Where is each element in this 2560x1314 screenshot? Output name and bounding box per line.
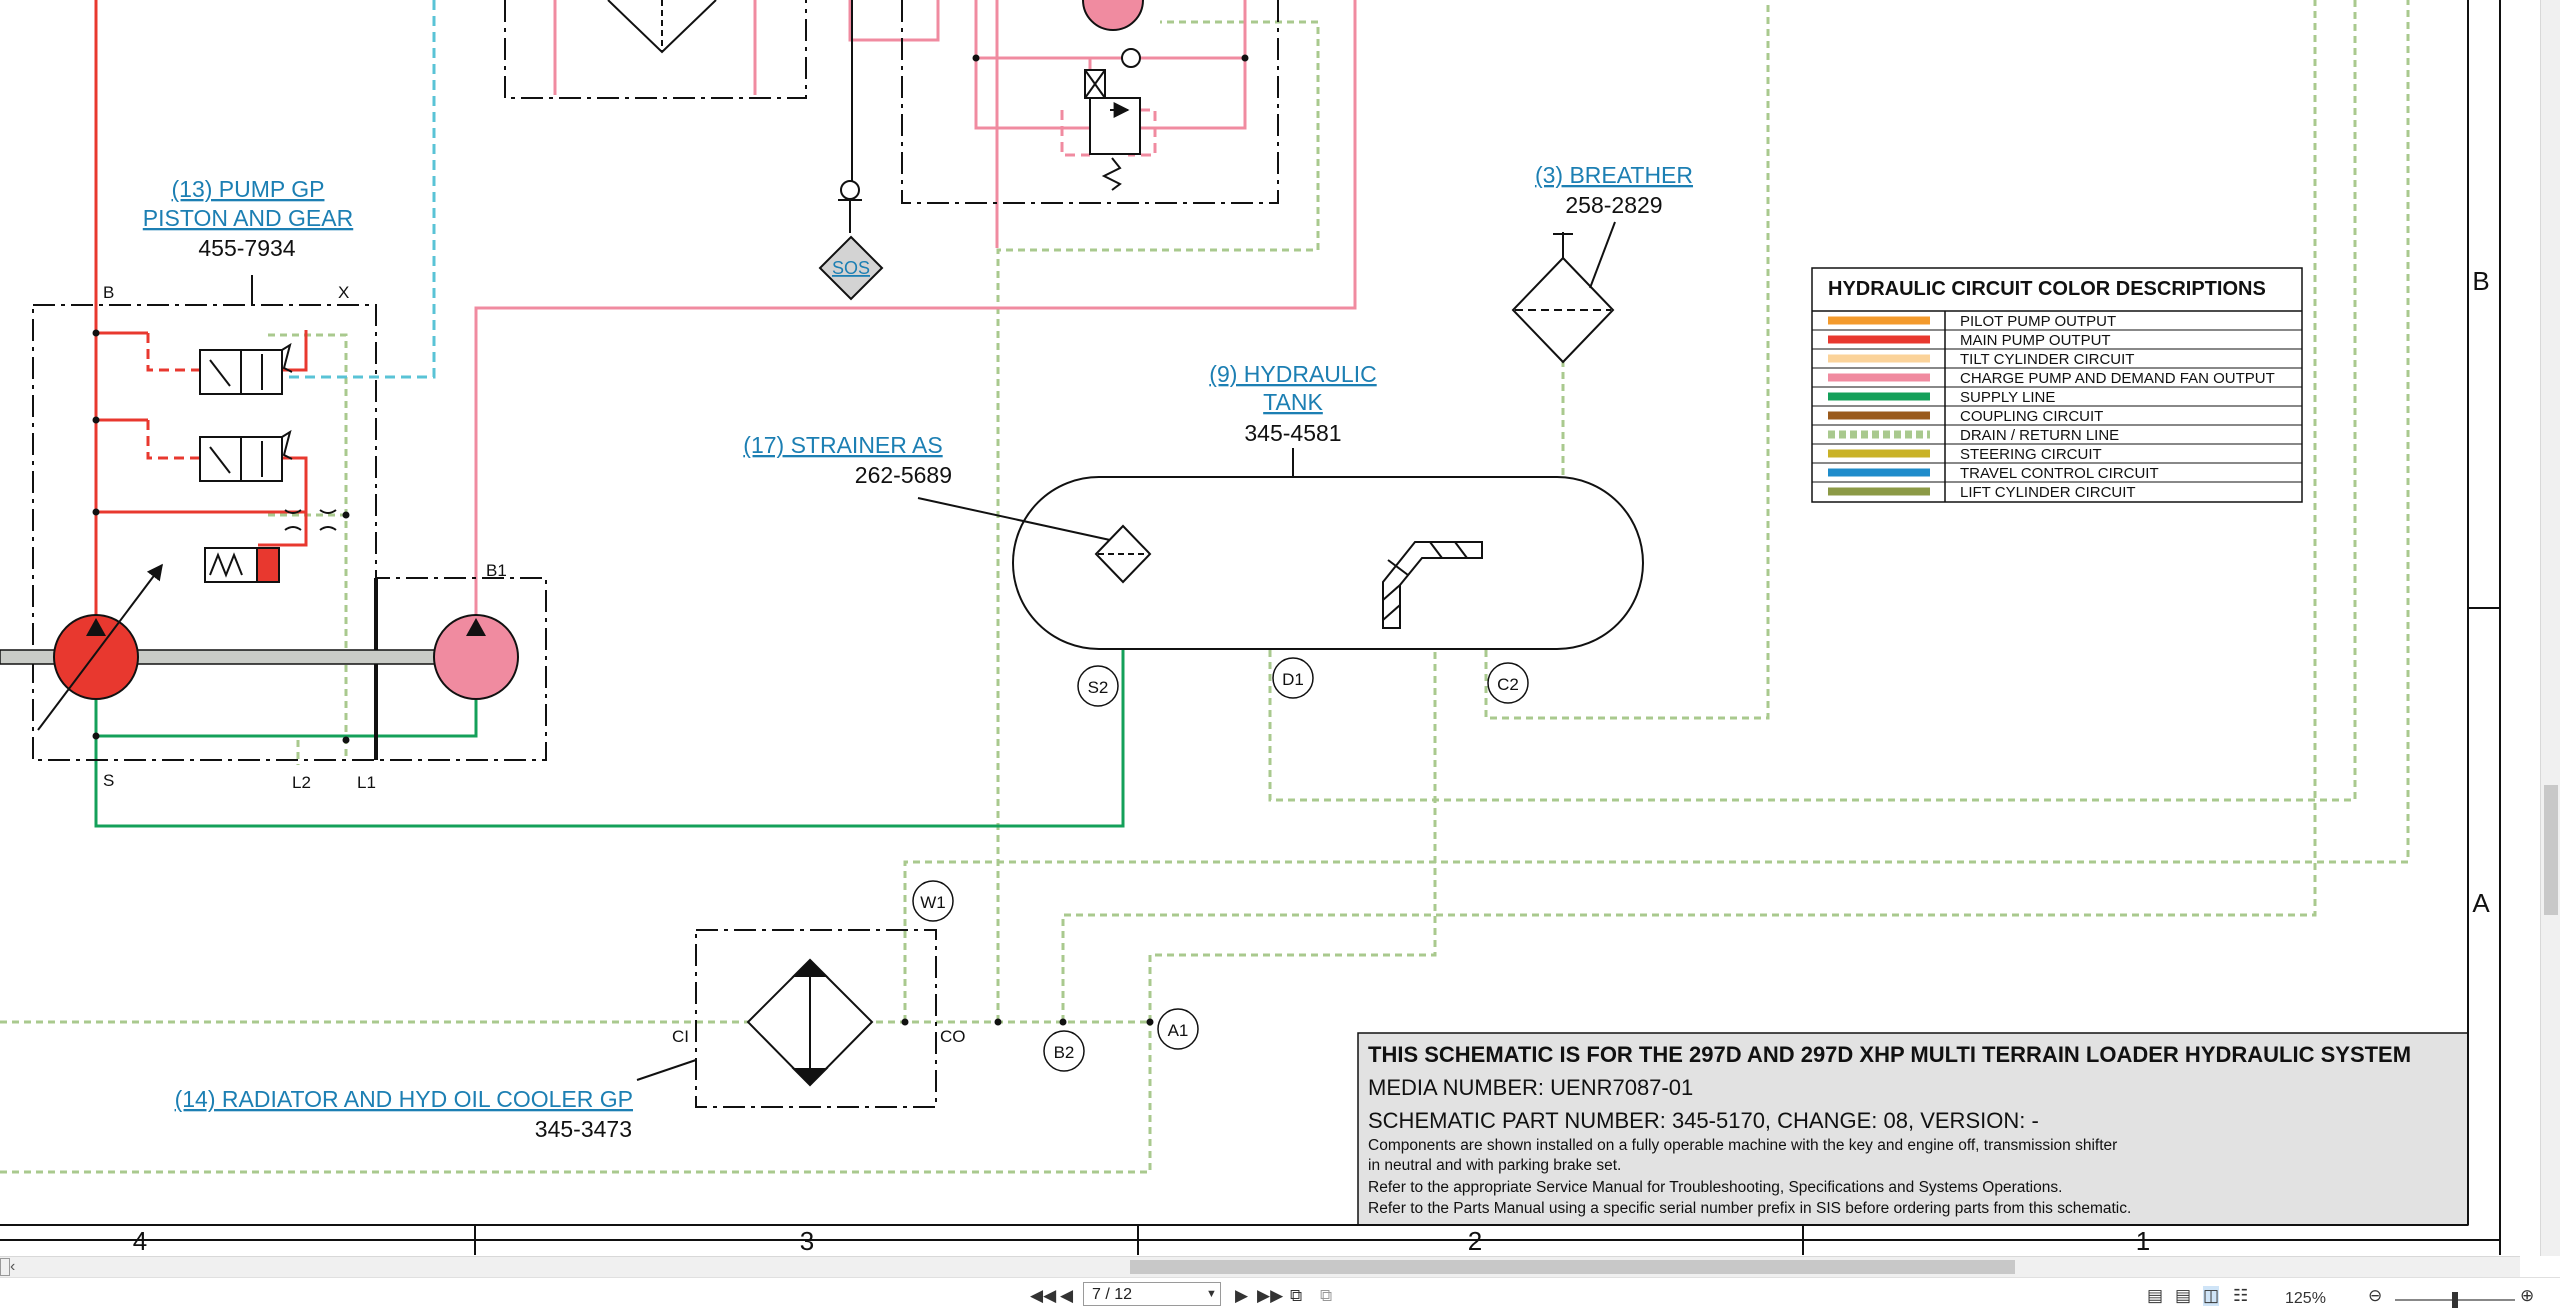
port-l2: L2 xyxy=(292,773,311,792)
breather-part: 258-2829 xyxy=(1565,192,1662,218)
sos-sampling-port: SOS xyxy=(818,0,884,301)
continuous-view-icon[interactable]: ▤ xyxy=(2175,1286,2192,1305)
legend-label: LIFT CYLINDER CIRCUIT xyxy=(1960,484,2136,501)
tank-link-line1[interactable]: (9) HYDRAULIC xyxy=(1209,361,1376,387)
port-d1: D1 xyxy=(1282,670,1304,689)
horizontal-scrollbar[interactable] xyxy=(0,1256,2520,1277)
upper-component xyxy=(504,0,807,99)
radiator-part: 345-3473 xyxy=(535,1116,632,1142)
single-page-view-icon[interactable]: ▤ xyxy=(2147,1286,2164,1305)
first-page-icon[interactable]: ◀◀ xyxy=(1030,1286,1057,1305)
media-number: MEDIA NUMBER: UENR7087-01 xyxy=(1368,1075,1693,1100)
legend-label: MAIN PUMP OUTPUT xyxy=(1960,332,2111,349)
strainer-symbol xyxy=(917,497,1152,584)
zoom-slider-handle[interactable] xyxy=(2452,1292,2458,1308)
zone-col-3: 3 xyxy=(800,1226,814,1255)
strainer-part: 262-5689 xyxy=(855,462,952,488)
legend-label: CHARGE PUMP AND DEMAND FAN OUTPUT xyxy=(1960,370,2275,387)
strainer-link[interactable]: (17) STRAINER AS xyxy=(743,432,942,458)
tank-link-line2[interactable]: TANK xyxy=(1263,389,1323,415)
zoom-out-icon[interactable]: ⊖ xyxy=(2368,1286,2383,1305)
pump-gp-part: 455-7934 xyxy=(198,235,295,261)
prev-page-icon[interactable]: ◀ xyxy=(1060,1286,1074,1305)
note-line-4: Refer to the Parts Manual using a specif… xyxy=(1368,1200,2131,1217)
port-x: X xyxy=(338,283,349,302)
note-line-3: Refer to the appropriate Service Manual … xyxy=(1368,1179,2062,1196)
scroll-corner-box xyxy=(0,1258,10,1276)
last-page-icon[interactable]: ▶▶ xyxy=(1257,1286,1284,1305)
oil-cooler-symbol xyxy=(636,929,937,1108)
split-view-icon[interactable]: ☷ xyxy=(2233,1286,2249,1305)
zone-row-a: A xyxy=(2472,888,2490,918)
page-number-input[interactable]: 7 / 12 xyxy=(1083,1282,1221,1306)
zone-col-1: 1 xyxy=(2136,1226,2150,1255)
pump-gp-link-line1[interactable]: (13) PUMP GP xyxy=(172,176,325,202)
pump-gp-enclosure xyxy=(32,304,547,761)
zone-col-2: 2 xyxy=(1468,1226,1482,1255)
port-circles xyxy=(912,657,1529,1072)
legend-label: STEERING CIRCUIT xyxy=(1960,446,2102,463)
title-block-heading: THIS SCHEMATIC IS FOR THE 297D AND 297D … xyxy=(1368,1042,2411,1067)
port-l1: L1 xyxy=(357,773,376,792)
port-s: S xyxy=(103,771,114,790)
relief-valve-enclosure xyxy=(901,0,1279,204)
zoom-level[interactable]: 125% xyxy=(2285,1290,2326,1307)
zone-row-b: B xyxy=(2472,266,2489,296)
color-legend: HYDRAULIC CIRCUIT COLOR DESCRIPTIONS PIL… xyxy=(1811,267,2303,503)
note-line-1: Components are shown installed on a full… xyxy=(1368,1137,2117,1154)
port-co: CO xyxy=(940,1027,966,1046)
sos-label[interactable]: SOS xyxy=(832,258,870,278)
schematic-part-number: SCHEMATIC PART NUMBER: 345-5170, CHANGE:… xyxy=(1368,1108,2039,1133)
hydraulic-tank xyxy=(1012,448,1644,650)
legend-label: PILOT PUMP OUTPUT xyxy=(1960,313,2116,330)
pilot-line xyxy=(278,0,436,379)
port-b: B xyxy=(103,283,114,302)
zoom-in-icon[interactable]: ⊕ xyxy=(2520,1286,2535,1305)
legend-label: TILT CYLINDER CIRCUIT xyxy=(1960,351,2134,368)
supply-lines xyxy=(94,572,1125,828)
main-pump-lines xyxy=(94,0,308,620)
drawing-frame xyxy=(0,0,2501,1255)
main-pump xyxy=(37,563,163,731)
horizontal-scroll-thumb[interactable] xyxy=(1130,1260,2015,1274)
scroll-left-arrow-icon[interactable]: ‹ xyxy=(10,1258,16,1275)
breather-link[interactable]: (3) BREATHER xyxy=(1535,162,1693,188)
port-b1: B1 xyxy=(486,561,507,580)
zone-col-4: 4 xyxy=(133,1226,147,1255)
drain-lines xyxy=(0,0,2410,1174)
port-c2: C2 xyxy=(1497,675,1519,694)
note-line-2: in neutral and with parking brake set. xyxy=(1368,1157,1621,1174)
fit-width-icon[interactable]: ⧉ xyxy=(1320,1286,1333,1305)
viewer-toolbar: ◀◀ ◀ ▶ ▶▶ ⧉ ⧉ ▤ ▤ ◫ ☷ ⊖ ⊕ xyxy=(0,1277,2560,1314)
port-s2: S2 xyxy=(1088,678,1109,697)
vertical-scrollbar[interactable] xyxy=(2540,0,2560,1256)
next-page-icon[interactable]: ▶ xyxy=(1235,1286,1249,1305)
control-valves xyxy=(199,342,337,583)
radiator-link[interactable]: (14) RADIATOR AND HYD OIL COOLER GP xyxy=(175,1086,633,1112)
title-block: THIS SCHEMATIC IS FOR THE 297D AND 297D … xyxy=(1357,1032,2469,1226)
page-dropdown-icon[interactable]: ▼ xyxy=(1206,1288,1217,1300)
vertical-scroll-thumb[interactable] xyxy=(2544,785,2558,915)
legend-label: SUPPLY LINE xyxy=(1960,389,2055,406)
two-page-view-icon[interactable]: ◫ xyxy=(2203,1286,2220,1306)
legend-title: HYDRAULIC CIRCUIT COLOR DESCRIPTIONS xyxy=(1828,278,2266,300)
legend-label: COUPLING CIRCUIT xyxy=(1960,408,2103,425)
port-ci: CI xyxy=(672,1027,689,1046)
port-b2: B2 xyxy=(1054,1043,1075,1062)
port-a1: A1 xyxy=(1168,1021,1189,1040)
port-w1: W1 xyxy=(920,893,946,912)
charge-pump xyxy=(433,614,519,700)
tank-part: 345-4581 xyxy=(1244,420,1341,446)
legend-label: TRAVEL CONTROL CIRCUIT xyxy=(1960,465,2159,482)
breather-symbol xyxy=(1511,221,1616,364)
pump-gp-link-line2[interactable]: PISTON AND GEAR xyxy=(143,205,353,231)
legend-label: DRAIN / RETURN LINE xyxy=(1960,427,2119,444)
hydraulic-schematic: SOS xyxy=(0,0,2501,1255)
fit-page-icon[interactable]: ⧉ xyxy=(1290,1286,1303,1305)
